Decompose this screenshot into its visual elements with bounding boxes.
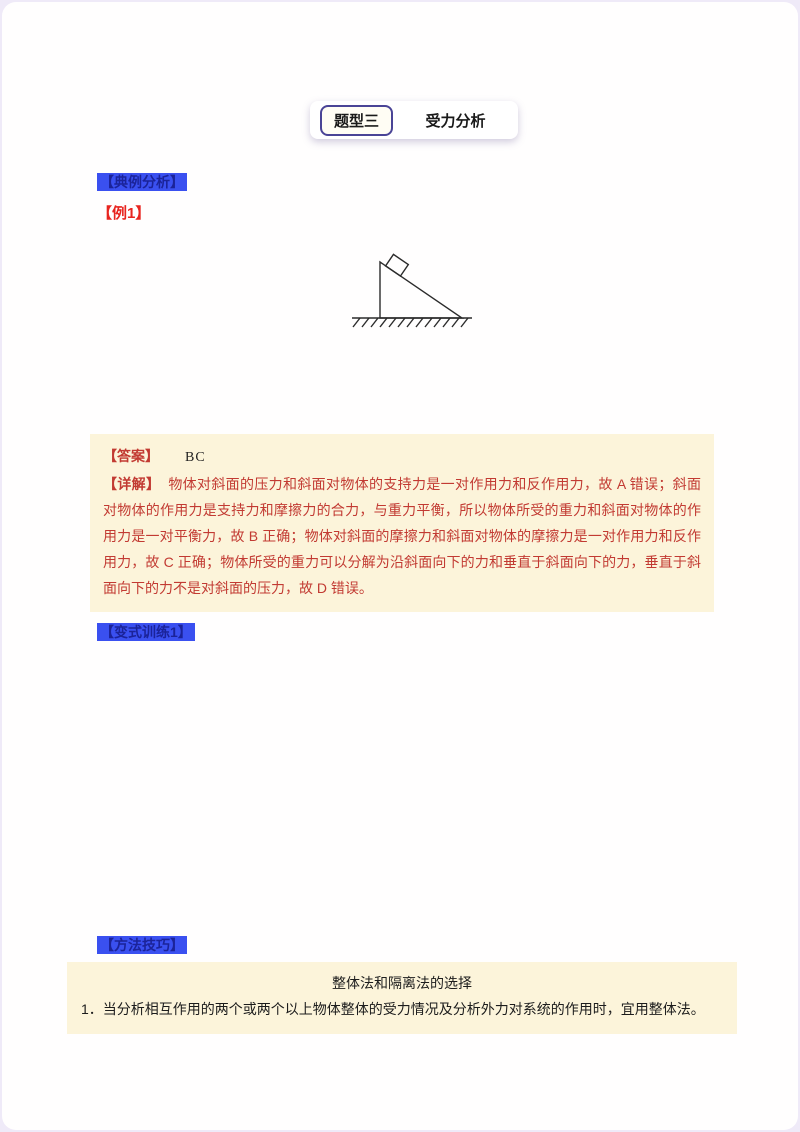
- problem-type-badge: 题型三: [320, 104, 394, 136]
- incline-triangle: [379, 260, 465, 319]
- method-box-title: 整体法和隔离法的选择: [332, 975, 472, 991]
- section-header-card: 题型三 受力分析: [310, 101, 518, 139]
- problem-type-label: 题型三: [334, 112, 380, 130]
- method-box-item-1: 1．当分析相互作用的两个或两个以上物体整体的受力情况及分析外力对系统的作用时，宜…: [81, 1001, 705, 1017]
- incline-diagram: [352, 253, 472, 328]
- example-1-label: 【例1】: [97, 205, 151, 222]
- section-title: 受力分析: [425, 112, 486, 130]
- explanation-label: 【详解】: [103, 476, 161, 492]
- answer-box: 【答案】 BC 【详解】物体对斜面的压力和斜面对物体的支持力是一对作用力和反作用力…: [90, 434, 714, 612]
- ground-hatching: [352, 317, 469, 328]
- answer-line: 【答案】 BC: [103, 443, 701, 471]
- explanation-paragraph: 【详解】物体对斜面的压力和斜面对物体的支持力是一对作用力和反作用力，故 A 错误…: [103, 471, 701, 601]
- method-summary-box: 整体法和隔离法的选择 1．当分析相互作用的两个或两个以上物体整体的受力情况及分析…: [67, 962, 737, 1034]
- block-on-slope: [384, 253, 410, 278]
- variant-section-tag: 【变式训练1】: [97, 623, 195, 641]
- answer-label: 【答案】: [103, 448, 159, 464]
- example-section-tag: 【典例分析】: [97, 173, 187, 191]
- answer-value: BC: [185, 450, 206, 465]
- explanation-text: 物体对斜面的压力和斜面对物体的支持力是一对作用力和反作用力，故 A 错误；斜面对…: [103, 476, 702, 596]
- method-section-tag: 【方法技巧】: [97, 936, 187, 954]
